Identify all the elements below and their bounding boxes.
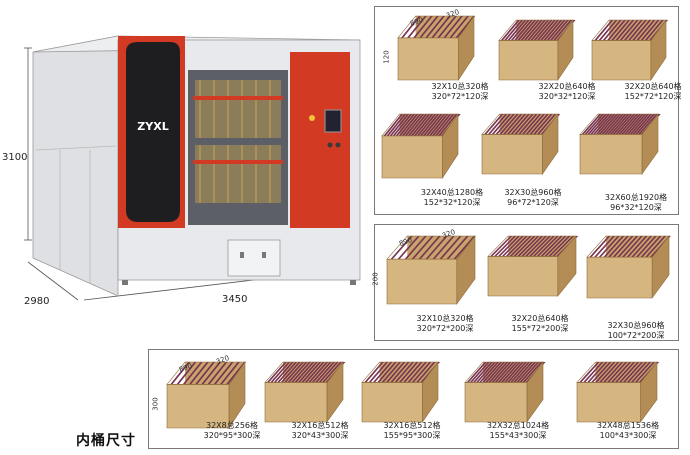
bin-grid-count: 32X48总1536格 <box>596 421 660 430</box>
bin-icon <box>576 361 660 423</box>
bin-icon <box>487 235 579 297</box>
bin-icon <box>481 113 561 175</box>
bin-icon <box>264 361 346 423</box>
bin-grid-count: 32X30总960格 <box>607 321 665 330</box>
bin-cell-size: 320*95*300深 <box>203 431 261 440</box>
machine-drawing: ZYXL <box>24 35 361 301</box>
bin-grid-count: 32X16总512格 <box>291 421 349 430</box>
bin-icon <box>397 15 476 82</box>
bin-grid-count: 32X60总1920格 <box>604 193 668 202</box>
bin-depth-dim: 200 <box>371 272 380 286</box>
bin-icon <box>498 19 576 81</box>
bin-depth-dim: 300 <box>151 396 160 411</box>
bin-icon <box>579 113 661 175</box>
bin-cell-size: 320*32*120深 <box>538 92 596 101</box>
bin-grid-count: 32X8总256格 <box>205 421 259 430</box>
bin-icon <box>591 19 669 81</box>
bin-grid-count: 32X20总640格 <box>538 82 596 91</box>
bin-grid-count: 32X10总320格 <box>416 314 474 323</box>
bin-cell-size: 320*72*200深 <box>416 324 474 333</box>
bin-icon <box>166 361 247 430</box>
bin-cell-size: 155*95*300深 <box>383 431 441 440</box>
bin-cell-size: 100*43*300深 <box>599 431 657 440</box>
bin-grid-count: 32X16总512格 <box>383 421 441 430</box>
bin-grid-count: 32X20总640格 <box>624 82 682 91</box>
bin-grid-count: 32X30总960格 <box>504 188 562 197</box>
bin-grid-count: 32X10总320格 <box>431 82 489 91</box>
width-dimension: 3450 <box>222 294 248 305</box>
bin-cell-size: 152*72*120深 <box>624 92 682 101</box>
bin-icon <box>386 235 476 305</box>
bin-cell-size: 320*43*300深 <box>291 431 349 440</box>
bin-grid-count: 32X20总640格 <box>511 314 569 323</box>
bin-grid-count: 32X40总1280格 <box>420 188 484 197</box>
bin-cell-size: 155*43*300深 <box>489 431 547 440</box>
bin-cell-size: 320*72*120深 <box>431 92 489 101</box>
bin-grid-count: 32X32总1024格 <box>486 421 550 430</box>
bin-icon <box>381 113 461 180</box>
bin-cell-size: 96*72*120深 <box>507 198 559 207</box>
depth-dimension: 2980 <box>24 296 50 307</box>
bin-icon <box>464 361 546 423</box>
bin-icon <box>361 361 441 423</box>
brand-logo: ZYXL <box>137 120 168 133</box>
machine-illustration: ZYXL 3100 2980 3450 <box>0 0 372 320</box>
bin-depth-dim: 120 <box>382 49 391 64</box>
bin-cell-size: 155*72*200深 <box>511 324 569 333</box>
bin-cell-size: 152*32*120深 <box>423 198 481 207</box>
bin-cell-size: 96*32*120深 <box>610 203 662 212</box>
inner-bin-size-label: 内桶尺寸 <box>76 433 136 449</box>
height-dimension: 3100 <box>2 152 28 163</box>
bin-icon <box>586 235 671 299</box>
bin-cell-size: 100*72*200深 <box>607 331 665 340</box>
